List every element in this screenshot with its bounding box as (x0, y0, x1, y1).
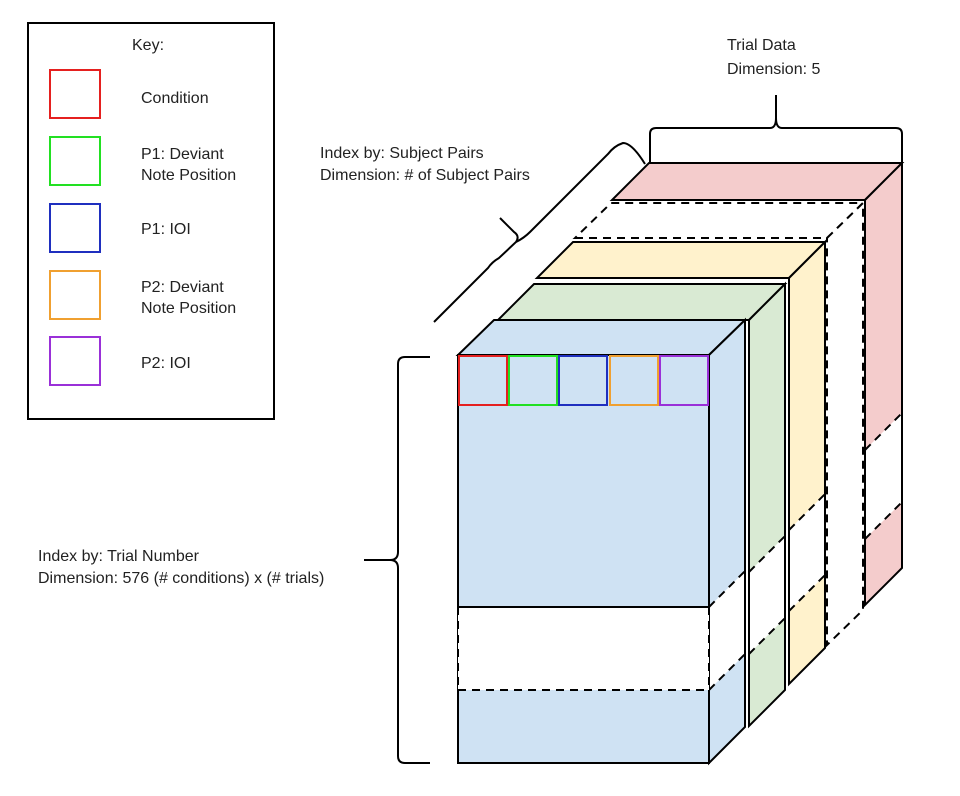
key-title: Key: (132, 37, 164, 54)
slab-red-top (609, 162, 905, 201)
slab-red-side-gap (865, 413, 902, 539)
cell-p1-ioi (558, 355, 608, 406)
slab-front-side (708, 317, 746, 766)
key-label-p2-deviant-line1: P2: Deviant (141, 279, 224, 296)
cell-p2-deviant (609, 355, 659, 406)
slab-green-side (748, 281, 786, 729)
slab-front-top (455, 319, 748, 356)
slab-front-blue (455, 317, 748, 766)
label-trial-number-line2: Dimension: 576 (# conditions) x (# trial… (38, 570, 324, 587)
key-label-p1-deviant-line2: Note Position (141, 167, 236, 184)
key-swatch-p2-deviant (49, 270, 101, 320)
key-swatch-p1-deviant (49, 136, 101, 186)
slab-yellow-top (534, 241, 828, 279)
slab-yellow-side (788, 239, 826, 687)
key-swatch-condition (49, 69, 101, 119)
key-label-p2-deviant-line2: Note Position (141, 300, 236, 317)
slab-red (609, 160, 905, 608)
slab-front-gap (458, 607, 709, 690)
label-trial-number-line1: Index by: Trial Number (38, 548, 200, 565)
key-label-p1-ioi: P1: IOI (141, 221, 191, 238)
key-label-condition: Condition (141, 90, 209, 107)
brace-trial-data (649, 95, 903, 163)
slab-dashed (572, 200, 866, 648)
cell-p1-deviant (508, 355, 558, 406)
slab-green (495, 281, 788, 729)
slab-green-top (495, 283, 788, 321)
key-border (27, 22, 275, 420)
label-subject-pairs-line2: Dimension: # of Subject Pairs (320, 167, 530, 184)
slab-red-side (864, 160, 903, 608)
cell-p2-ioi (659, 355, 709, 406)
label-subject-pairs-line1: Index by: Subject Pairs (320, 145, 484, 162)
key-swatch-p1-ioi (49, 203, 101, 253)
label-trial-data-line2: Dimension: 5 (727, 61, 820, 78)
key-label-p2-ioi: P2: IOI (141, 355, 191, 372)
cell-condition (458, 355, 508, 406)
brace-trial-number (364, 356, 430, 764)
slab-yellow (534, 239, 828, 687)
label-trial-data-line1: Trial Data (727, 37, 796, 54)
key-legend: Key: Condition P1: Deviant Note Position… (27, 22, 275, 420)
slab-front-face (457, 354, 710, 764)
key-swatch-p2-ioi (49, 336, 101, 386)
key-label-p1-deviant-line1: P1: Deviant (141, 146, 224, 163)
brace-subject-pairs (433, 141, 646, 323)
